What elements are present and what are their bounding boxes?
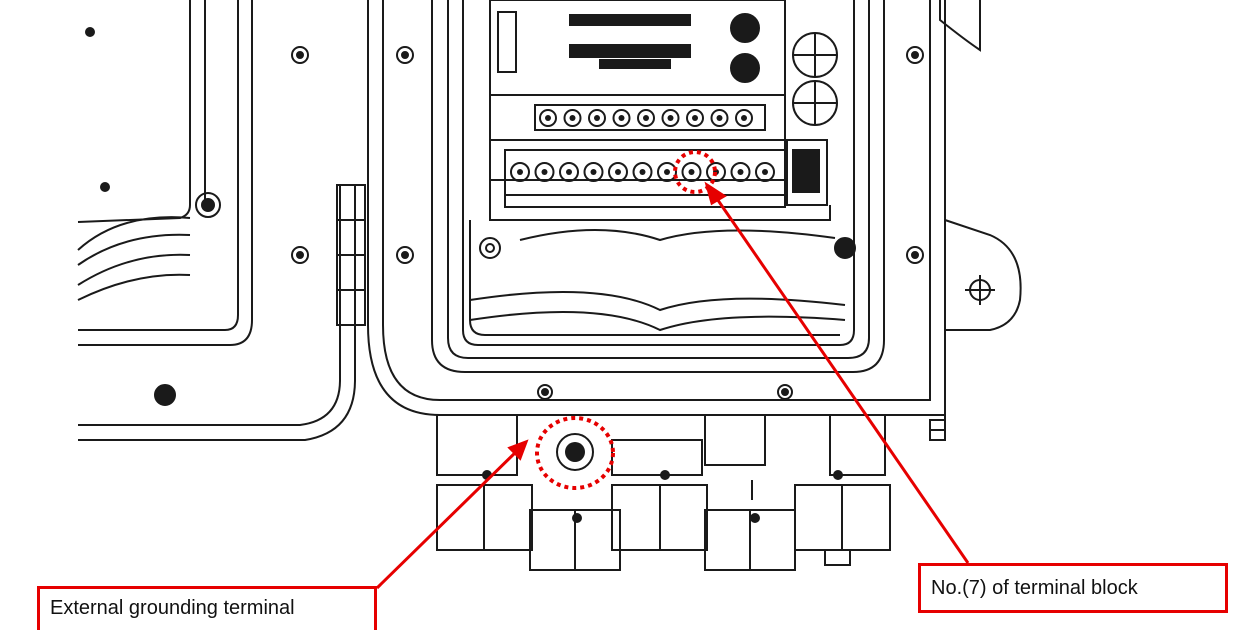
terminal-screw-center (741, 115, 747, 121)
terminal-screw-center (664, 169, 670, 175)
terminal-screw-center (692, 115, 698, 121)
terminal-screw (588, 109, 606, 127)
terminal-screw-center (618, 115, 625, 121)
terminal-screw-center (541, 169, 548, 175)
terminal-7-highlight-circle (673, 150, 717, 194)
terminal-screw-center (594, 115, 600, 121)
terminal-screw (608, 162, 628, 182)
terminal-screw-center (545, 115, 551, 121)
mount-screw (834, 237, 856, 259)
terminal-screw (510, 162, 530, 182)
terminal-screw (637, 109, 655, 127)
terminal-screw (559, 162, 579, 182)
terminal-block-callout-text: No.(7) of terminal block (931, 577, 1138, 599)
terminal-screw (730, 162, 751, 182)
mount-screw (537, 384, 553, 400)
terminal-screw (563, 109, 582, 127)
mount-screw (154, 384, 176, 406)
grounding-terminal-callout: External grounding terminal (37, 586, 377, 630)
grounding-highlight-circle (535, 416, 615, 490)
grounding-terminal-callout-text: External grounding terminal (50, 597, 295, 619)
mount-screw (906, 246, 924, 264)
terminal-screw (612, 109, 631, 127)
mount-screw (777, 384, 793, 400)
terminal-screw-center (569, 115, 576, 121)
lower-terminal-screws (510, 162, 775, 182)
terminal-screw (686, 109, 704, 127)
mount-screw (396, 46, 414, 64)
mount-screw (291, 46, 309, 64)
terminal-screw (657, 162, 677, 182)
terminal-screw (534, 162, 555, 182)
terminal-screw (583, 162, 604, 182)
terminal-screw-center (716, 115, 723, 121)
terminal-screw (681, 162, 702, 182)
terminal-screw-center (566, 169, 572, 175)
terminal-screw-center (643, 115, 649, 121)
terminal-screw (735, 109, 753, 127)
terminal-screw-center (688, 169, 695, 175)
terminal-screw (539, 109, 557, 127)
mount-screw (396, 246, 414, 264)
terminal-screw-center (639, 169, 646, 175)
terminal-screw-center (517, 169, 523, 175)
external-grounding-terminal (556, 433, 594, 471)
terminal-screw-center (762, 169, 768, 175)
grounding-arrowhead (507, 439, 529, 461)
terminal-screw-center (667, 115, 674, 121)
terminal-block-arrowhead (704, 181, 727, 206)
terminal-screw (755, 162, 775, 182)
terminal-screw (710, 109, 729, 127)
terminal-screw-center (615, 169, 621, 175)
terminal-screw-center (590, 169, 597, 175)
grounding-leader-line (375, 446, 522, 590)
mount-screw (291, 246, 309, 264)
terminal-block-leader-line (711, 192, 970, 564)
terminal-screw (706, 162, 726, 182)
terminal-screw-center (737, 169, 744, 175)
terminal-screw (632, 162, 653, 182)
mount-screw (906, 46, 924, 64)
terminal-block-callout: No.(7) of terminal block (918, 563, 1228, 613)
terminal-screw (661, 109, 680, 127)
crosshair-mark-icon (965, 275, 995, 305)
upper-terminal-screws (539, 109, 753, 127)
